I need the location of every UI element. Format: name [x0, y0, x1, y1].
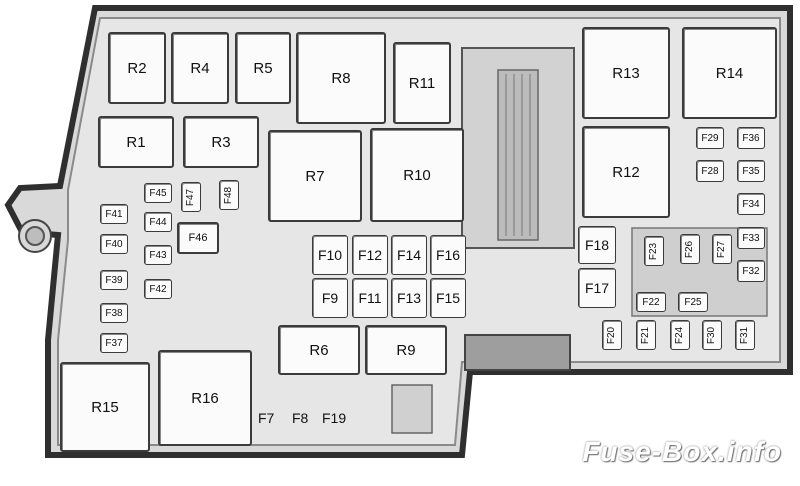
fuse-f38: F38: [100, 303, 128, 323]
fuse-f16: F16: [430, 235, 466, 275]
relay-r8: R8: [296, 32, 386, 124]
relay-r7: R7: [268, 130, 362, 222]
fuse-f31: F31: [735, 320, 755, 350]
relay-r12: R12: [582, 126, 670, 218]
fuse-f25: F25: [678, 292, 708, 312]
fuse-f24: F24: [670, 320, 690, 350]
relay-r1: R1: [98, 116, 174, 168]
fuse-f33: F33: [737, 227, 765, 249]
fuse-f37: F37: [100, 333, 128, 353]
fuse-f41: F41: [100, 204, 128, 224]
fuse-f27: F27: [712, 234, 732, 264]
fuse-f46: F46: [177, 222, 219, 254]
fuse-f32: F32: [737, 260, 765, 282]
relay-r10: R10: [370, 128, 464, 222]
relay-r6: R6: [278, 325, 360, 375]
fuse-f39: F39: [100, 270, 128, 290]
fuse-f21: F21: [636, 320, 656, 350]
fuse-f44: F44: [144, 212, 172, 232]
fuse-f14: F14: [391, 235, 427, 275]
relay-r11: R11: [393, 42, 451, 124]
fuse-f45: F45: [144, 183, 172, 203]
fuse-f20: F20: [602, 320, 622, 350]
fuse-f13: F13: [391, 278, 427, 318]
fuse-f30: F30: [702, 320, 722, 350]
relay-r3: R3: [183, 116, 259, 168]
fuse-f29: F29: [696, 127, 724, 149]
fuse-f36: F36: [737, 127, 765, 149]
relay-r13: R13: [582, 27, 670, 119]
fuse-f34: F34: [737, 193, 765, 215]
relay-r2: R2: [108, 32, 166, 104]
fuse-f12: F12: [352, 235, 388, 275]
fuse-f10: F10: [312, 235, 348, 275]
relay-r4: R4: [171, 32, 229, 104]
relay-r15: R15: [60, 362, 150, 452]
fuse-f28: F28: [696, 160, 724, 182]
fuse-f40: F40: [100, 234, 128, 254]
relay-r16: R16: [158, 350, 252, 446]
fuse-f42: F42: [144, 279, 172, 299]
fuse-f48: F48: [219, 180, 239, 210]
relay-r5: R5: [235, 32, 291, 104]
fuse-f11: F11: [352, 278, 388, 318]
fuse-f22: F22: [636, 292, 666, 312]
watermark: Fuse-Box.info: [582, 436, 782, 467]
relay-r14: R14: [682, 27, 777, 119]
fuse-f47: F47: [181, 182, 201, 212]
fuse-f35: F35: [737, 160, 765, 182]
fuse-f19: F19: [322, 410, 347, 426]
fuse-f26: F26: [680, 234, 700, 264]
fuse-f23: F23: [644, 236, 664, 266]
fuse-f17: F17: [578, 268, 616, 308]
fuse-f15: F15: [430, 278, 466, 318]
fuse-f8: F8: [292, 410, 309, 426]
relay-r9: R9: [365, 325, 447, 375]
fuse-f7: F7: [258, 410, 275, 426]
fuse-f9: F9: [312, 278, 348, 318]
fuse-f43: F43: [144, 245, 172, 265]
fuse-f18: F18: [578, 226, 616, 264]
